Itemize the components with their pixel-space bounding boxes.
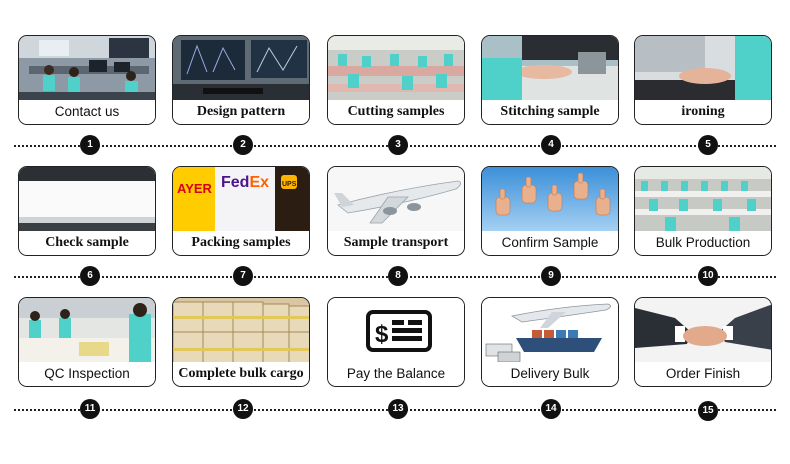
step-number: 14 [541, 399, 561, 419]
step-number: 8 [388, 266, 408, 286]
step-card-cutting-samples: Cutting samples [327, 35, 465, 125]
step-card-sample-transport: Sample transport [327, 166, 465, 256]
step-label: Confirm Sample [482, 231, 618, 255]
cartons-photo [173, 298, 309, 364]
factory-floor-photo [635, 167, 771, 233]
step-label: Check sample [19, 231, 155, 255]
step-card-confirm-sample: Confirm Sample [481, 166, 619, 256]
step-label: Bulk Production [635, 231, 771, 255]
step-card-check-sample: Check sample [18, 166, 156, 256]
dollar-bill-icon: $ [328, 298, 464, 364]
ironing-photo [635, 36, 771, 102]
step-label: Contact us [19, 100, 155, 124]
step-card-complete-bulk-cargo: Complete bulk cargo [172, 297, 310, 387]
svg-text:$: $ [375, 321, 389, 348]
step-card-contact-us: Contact us [18, 35, 156, 125]
step-label: QC Inspection [19, 362, 155, 386]
step-card-pay-the-balance: $ Pay the Balance [327, 297, 465, 387]
plane-ship-trucks-photo [482, 298, 618, 364]
workshop-photo [328, 36, 464, 102]
fabric-roll-photo [19, 167, 155, 233]
step-label: Packing samples [173, 231, 309, 255]
step-label: Design pattern [173, 100, 309, 124]
dhl-bag-text: AYER [177, 181, 213, 196]
step-card-order-finish: Order Finish [634, 297, 772, 387]
fedex-logo: FedEx [221, 174, 269, 191]
step-card-ironing: ironing [634, 35, 772, 125]
step-number: 6 [80, 266, 100, 286]
step-label: Stitching sample [482, 100, 618, 124]
step-number: 13 [388, 399, 408, 419]
handshake-photo [635, 298, 771, 364]
step-card-delivery-bulk: Delivery Bulk [481, 297, 619, 387]
step-number: 11 [80, 399, 100, 419]
step-card-qc-inspection: QC Inspection [18, 297, 156, 387]
step-label: Pay the Balance [328, 362, 464, 386]
step-number: 3 [388, 135, 408, 155]
step-number: 4 [541, 135, 561, 155]
step-number: 9 [541, 266, 561, 286]
step-label: Complete bulk cargo [173, 362, 309, 386]
step-number: 5 [698, 135, 718, 155]
step-number: 12 [233, 399, 253, 419]
step-card-bulk-production: Bulk Production [634, 166, 772, 256]
sewing-hands-photo [482, 36, 618, 102]
step-label: Delivery Bulk [482, 362, 618, 386]
step-number: 15 [698, 401, 718, 421]
qc-workers-photo [19, 298, 155, 364]
thumbs-up-photo [482, 167, 618, 233]
step-number: 1 [80, 135, 100, 155]
step-card-stitching-sample: Stitching sample [481, 35, 619, 125]
step-number: 7 [233, 266, 253, 286]
step-card-packing-samples: AYER FedEx UPS Packing samples [172, 166, 310, 256]
step-card-design-pattern: Design pattern [172, 35, 310, 125]
step-label: ironing [635, 100, 771, 124]
courier-bags-photo: AYER FedEx UPS [173, 167, 309, 233]
office-workers-photo [19, 36, 155, 102]
computer-pattern-photo [173, 36, 309, 102]
step-number: 10 [698, 266, 718, 286]
ups-logo: UPS [282, 181, 297, 188]
step-label: Cutting samples [328, 100, 464, 124]
step-label: Order Finish [635, 362, 771, 386]
airplane-photo [328, 167, 464, 233]
step-label: Sample transport [328, 231, 464, 255]
step-number: 2 [233, 135, 253, 155]
